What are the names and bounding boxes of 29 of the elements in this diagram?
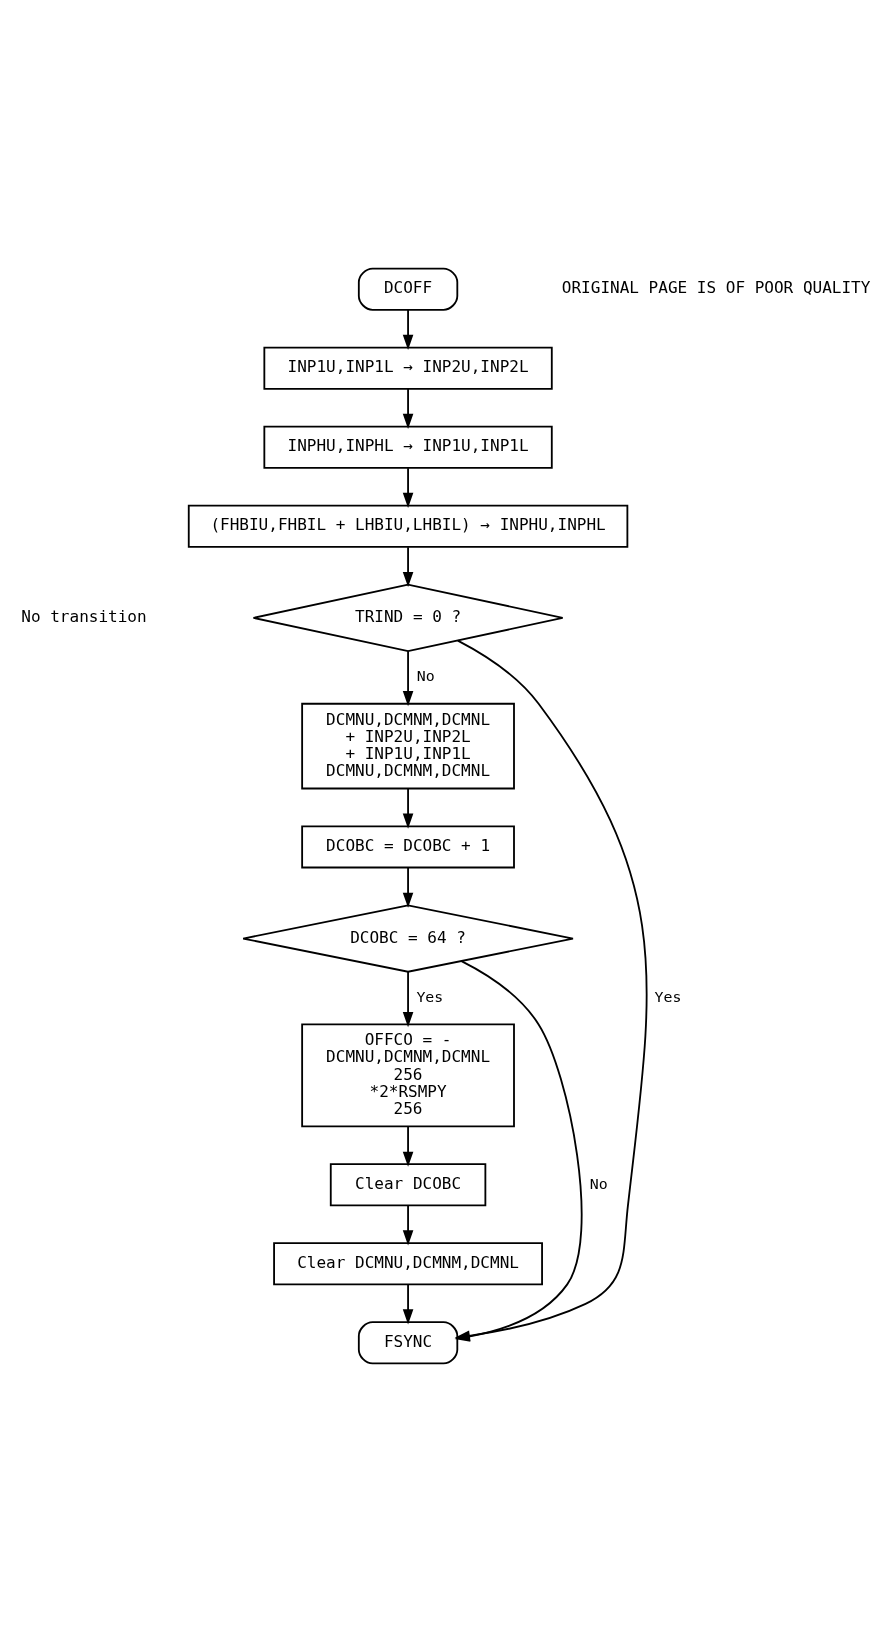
- arrow: [402, 1283, 414, 1324]
- node-box: DCMNU,DCMNM,DCMNL + INP2U,INP2L + INP1U,INP1L DCMNU,DCMNM,DCMNL: [301, 702, 515, 789]
- label: ORIGINAL PAGE IS OF POOR QUALITY: [561, 277, 871, 297]
- node-diamond: TRIND = 0 ?: [252, 583, 564, 652]
- node-box: INP1U,INP1L → INP2U,INP2L: [263, 346, 553, 390]
- node-box: INPHU,INPHL → INP1U,INP1L: [263, 425, 553, 469]
- edge-label: No: [416, 666, 435, 685]
- edge-label: No: [589, 1174, 608, 1193]
- node-box: (FHBIU,FHBIL + LHBIU,LHBIL) → INPHU,INPHL: [187, 504, 629, 548]
- arrow: [402, 308, 414, 350]
- node-diamond: DCOBC = 64 ?: [242, 903, 574, 973]
- arrow: [402, 1125, 414, 1167]
- arrow: [402, 387, 414, 429]
- arrow: [402, 866, 414, 908]
- node-box: Clear DCOBC: [329, 1162, 487, 1206]
- arrow: [402, 545, 414, 587]
- node-box: DCOBC = DCOBC + 1: [301, 824, 515, 868]
- arrow: [402, 466, 414, 508]
- arrow: [402, 1204, 414, 1245]
- arrow: [402, 970, 414, 1027]
- edge-label: Yes: [654, 987, 682, 1006]
- node-box: OFFCO = - DCMNU,DCMNM,DCMNL 256 *2*RSMPY 256: [301, 1023, 515, 1127]
- node-box: FSYNC: [357, 1320, 459, 1364]
- arrow: [402, 649, 414, 706]
- arrow: [402, 787, 414, 829]
- label: No transition: [21, 606, 147, 626]
- edge-label: Yes: [416, 987, 444, 1006]
- node-box: DCOFF: [357, 267, 459, 311]
- node-box: Clear DCMNU,DCMNM,DCMNL: [273, 1241, 543, 1285]
